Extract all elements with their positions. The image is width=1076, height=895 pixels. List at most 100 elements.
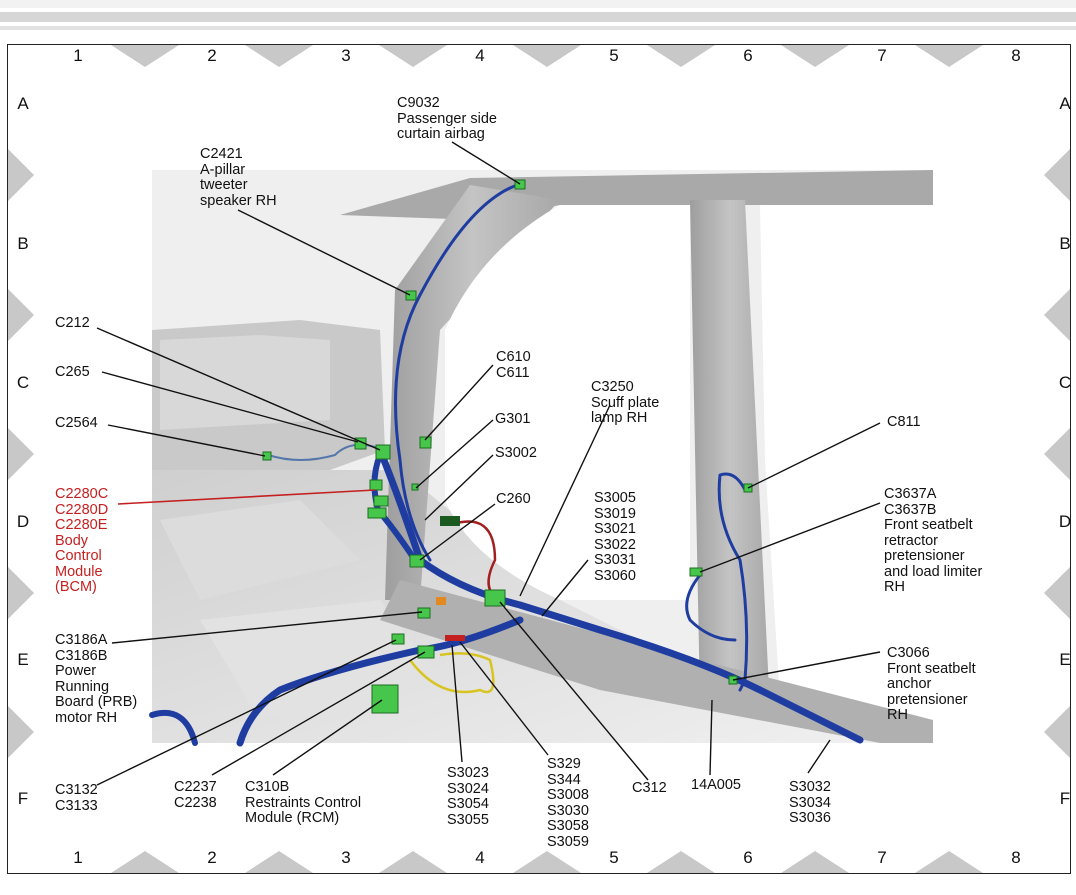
connector-bcm-c2280d bbox=[373, 495, 389, 507]
diagram-frame bbox=[7, 44, 1071, 874]
leader-c312 bbox=[499, 601, 649, 781]
label-s329: S329 S344 S3008 S3030 S3058 S3059 bbox=[547, 756, 589, 850]
connector-c3132 bbox=[391, 633, 405, 645]
label-s3002: S3002 bbox=[495, 445, 537, 461]
connector-orange bbox=[436, 597, 446, 605]
label-14a005: 14A005 bbox=[691, 777, 741, 793]
label-c9032: C9032 Passenger side curtain airbag bbox=[397, 95, 497, 142]
b-pillar bbox=[690, 200, 770, 710]
grid-col-top-8: 8 bbox=[1011, 46, 1021, 65]
connector-c2237 bbox=[417, 645, 435, 659]
grid-col-top-2: 2 bbox=[207, 46, 217, 65]
label-c2421: C2421 A-pillar tweeter speaker RH bbox=[200, 146, 277, 209]
label-c265: C265 bbox=[55, 364, 90, 380]
grid-col-bottom-3: 3 bbox=[341, 848, 351, 867]
grid-col-bottom-8: 8 bbox=[1011, 848, 1021, 867]
zone-marker-right bbox=[1044, 149, 1070, 201]
connector-c3186 bbox=[417, 607, 431, 619]
label-c3250: C3250 Scuff plate lamp RH bbox=[591, 379, 660, 426]
grid-col-top-3: 3 bbox=[341, 46, 351, 65]
a-pillar bbox=[385, 185, 560, 600]
zone-marker-left bbox=[8, 567, 34, 619]
leader-c3132 bbox=[96, 639, 397, 786]
label-c312: C312 bbox=[632, 780, 667, 796]
grid-row-left-b: B bbox=[17, 234, 29, 253]
leader-c610 bbox=[424, 364, 494, 441]
zone-marker-bottom bbox=[915, 851, 983, 873]
zone-marker-top bbox=[513, 45, 581, 67]
grid-col-bottom-1: 1 bbox=[73, 848, 83, 867]
label-c3132: C3132 C3133 bbox=[55, 782, 98, 814]
leader-c2564 bbox=[107, 424, 266, 457]
dash-panel bbox=[160, 335, 330, 430]
label-c260: C260 bbox=[496, 491, 531, 507]
leader-s3023 bbox=[451, 644, 463, 763]
leader-c3250 bbox=[519, 404, 611, 597]
connector-c260 bbox=[409, 554, 425, 568]
leader-s3032 bbox=[807, 739, 831, 774]
grid-col-top-4: 4 bbox=[475, 46, 485, 65]
zone-marker-bottom bbox=[379, 851, 447, 873]
label-c2280-bcm: C2280C C2280D C2280E Body Control Module… bbox=[55, 486, 109, 595]
grid-col-bottom-6: 6 bbox=[743, 848, 753, 867]
connector-c212 bbox=[375, 444, 391, 460]
zone-marker-bottom bbox=[647, 851, 715, 873]
leader-c9032 bbox=[451, 141, 521, 185]
zone-marker-right bbox=[1044, 428, 1070, 480]
grid-row-right-a: A bbox=[1059, 94, 1071, 113]
grid-row-right-e: E bbox=[1059, 650, 1071, 669]
zone-marker-top bbox=[379, 45, 447, 67]
grid-col-top-5: 5 bbox=[609, 46, 619, 65]
leader-s329 bbox=[459, 641, 549, 756]
zone-marker-left bbox=[8, 428, 34, 480]
grid-col-bottom-4: 4 bbox=[475, 848, 485, 867]
label-c811: C811 bbox=[887, 414, 921, 430]
leader-c811 bbox=[747, 422, 881, 489]
grid-row-right-d: D bbox=[1058, 512, 1072, 531]
label-g301: G301 bbox=[495, 411, 531, 427]
leader-c212 bbox=[96, 327, 381, 451]
label-s3032: S3032 S3034 S3036 bbox=[789, 779, 831, 826]
zone-marker-bottom bbox=[781, 851, 849, 873]
header-bars bbox=[0, 0, 1076, 30]
zone-marker-top bbox=[245, 45, 313, 67]
leader-c3637 bbox=[699, 502, 881, 573]
label-c212: C212 bbox=[55, 315, 90, 331]
label-c3066: C3066 Front seatbelt anchor pretensioner… bbox=[887, 645, 976, 723]
label-s3005: S3005 S3019 S3021 S3022 S3031 S3060 bbox=[594, 490, 636, 584]
harness-b-pillar bbox=[717, 472, 749, 692]
zone-marker-left bbox=[8, 706, 34, 758]
grid-col-bottom-7: 7 bbox=[877, 848, 887, 867]
grid-row-right-b: B bbox=[1059, 234, 1071, 253]
leader-c2421 bbox=[237, 209, 411, 296]
label-s3023: S3023 S3024 S3054 S3055 bbox=[447, 765, 489, 828]
zone-marker-bottom bbox=[111, 851, 179, 873]
label-c610: C610 C611 bbox=[496, 349, 531, 381]
grid-row-left-e: E bbox=[17, 650, 29, 669]
harness-a-pillar bbox=[394, 182, 522, 562]
leader-c310b bbox=[272, 699, 383, 776]
grid-row-left-f: F bbox=[17, 789, 29, 808]
zone-marker-right bbox=[1044, 706, 1070, 758]
harness-left-branch bbox=[149, 709, 198, 746]
grid-col-bottom-5: 5 bbox=[609, 848, 619, 867]
grid-row-left-c: C bbox=[16, 373, 30, 392]
leader-c260 bbox=[419, 503, 496, 561]
connector-dark bbox=[440, 516, 460, 526]
connector-c9032 bbox=[514, 179, 526, 190]
leader-c2237 bbox=[211, 651, 426, 776]
grid-col-top-6: 6 bbox=[743, 46, 753, 65]
connector-rcm bbox=[371, 684, 399, 714]
connector-c610 bbox=[419, 436, 432, 449]
zone-marker-top bbox=[111, 45, 179, 67]
grid-col-top-1: 1 bbox=[73, 46, 83, 65]
zone-marker-bottom bbox=[245, 851, 313, 873]
zone-marker-right bbox=[1044, 567, 1070, 619]
label-c2237: C2237 C2238 bbox=[174, 779, 217, 811]
leader-s3002 bbox=[424, 454, 494, 521]
zone-marker-top bbox=[647, 45, 715, 67]
grid-row-right-c: C bbox=[1058, 373, 1072, 392]
label-c2564: C2564 bbox=[55, 415, 98, 431]
leader-c3186 bbox=[111, 611, 423, 644]
